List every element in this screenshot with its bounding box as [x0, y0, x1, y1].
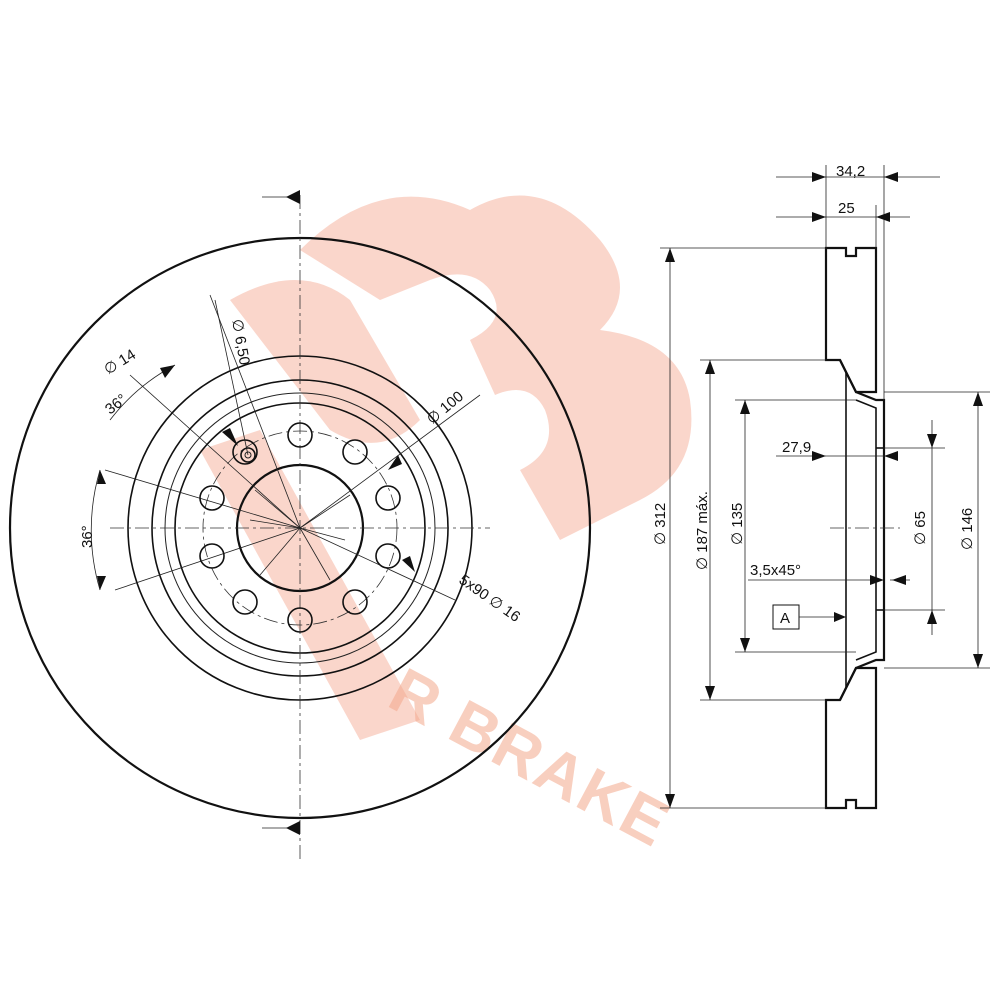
- datum-label: A: [780, 610, 790, 627]
- hub-offset-label: 27,9: [782, 439, 811, 456]
- wheel-bolt-holes-label: 5x90 ∅ 16: [456, 571, 524, 625]
- bolt-hole: [375, 543, 401, 569]
- pcd-label: ∅ 100: [424, 388, 467, 428]
- small-hole-dia-label: ∅ 6,50: [228, 318, 253, 367]
- hat-dia-label: ∅ 135: [729, 503, 746, 545]
- locating-hole: [240, 447, 256, 463]
- bolt-hole: [199, 543, 225, 569]
- lower-ring-section: [824, 666, 878, 810]
- bolt-hole: [342, 589, 368, 615]
- datum-box: [772, 604, 800, 630]
- bolt-holes: [199, 422, 401, 633]
- friction-dia-max-label: ∅ 187 máx.: [694, 491, 711, 570]
- watermark-text: R BRAKE: [378, 654, 682, 861]
- angle-left-label: 36°: [79, 525, 96, 548]
- bolt-hole: [199, 485, 225, 511]
- outer-dia-label: ∅ 312: [652, 503, 669, 545]
- disc-thickness-label: 25: [838, 200, 855, 217]
- angle-upper-label: 36°: [102, 391, 130, 418]
- bolt-hole: [287, 607, 313, 633]
- bolt-hole: [232, 589, 258, 615]
- bolt-hole-dia-label: ∅ 14: [101, 346, 139, 378]
- center-bore-label: ∅ 65: [912, 511, 929, 545]
- bolt-hole: [287, 422, 313, 448]
- hub-dia-label: ∅ 146: [959, 508, 976, 550]
- overall-thickness-label: 34,2: [836, 163, 865, 180]
- side-view: 34,2 25 ∅ 312 ∅ 187 máx. ∅ 135: [652, 163, 990, 810]
- chamfer-label: 3,5x45°: [750, 562, 801, 579]
- bolt-hole: [375, 485, 401, 511]
- hat-section: [839, 359, 886, 701]
- upper-ring-section: [824, 246, 878, 394]
- bolt-hole: [342, 439, 368, 465]
